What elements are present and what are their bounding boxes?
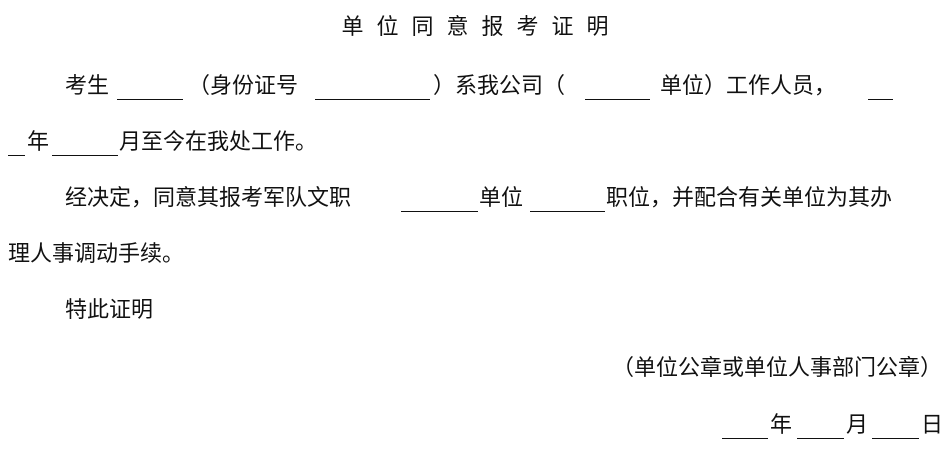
day-label: 日: [921, 413, 944, 438]
seal-note: （单位公章或单位人事部门公章）: [612, 354, 942, 384]
blank-company: [585, 72, 650, 100]
month-label: 月: [846, 413, 869, 438]
blank-start-month: [52, 128, 118, 156]
paragraph-employee-info: 考生 （身份证号 ）系我公司（ 单位）工作人员，: [0, 72, 950, 102]
blank-month: [797, 411, 844, 439]
blank-start-year-cont: [8, 128, 25, 156]
date-line: 年 月 日: [0, 411, 950, 441]
blank-day: [872, 411, 919, 439]
text: 单位）工作人员，: [660, 74, 837, 99]
paragraph-employment-period: 年 月至今在我处工作。: [0, 128, 950, 158]
document-title: 单位同意报考证明: [341, 15, 622, 40]
text: （单位公章或单位人事部门公章）: [611, 356, 942, 381]
text: 年: [27, 130, 50, 155]
text: ）系我公司（: [433, 74, 566, 99]
blank-name: [117, 72, 183, 100]
blank-target-unit: [401, 184, 478, 212]
paragraph-decision-cont: 理人事调动手续。: [8, 240, 184, 270]
text: （身份证号: [188, 74, 299, 99]
text: 特此证明: [65, 298, 154, 323]
text: 经决定，同意其报考军队文职: [65, 186, 352, 211]
text: 月至今在我处工作。: [119, 130, 318, 155]
blank-start-year: [868, 72, 893, 100]
text: 理人事调动手续。: [8, 242, 185, 267]
blank-year: [722, 411, 768, 439]
blank-target-position: [530, 184, 605, 212]
text: 职位，并配合有关单位为其办: [606, 186, 893, 211]
paragraph-decision: 经决定，同意其报考军队文职 单位 职位，并配合有关单位为其办: [0, 184, 950, 214]
certification-statement: 特此证明: [65, 296, 153, 326]
year-label: 年: [770, 413, 793, 438]
text: 单位: [479, 186, 524, 211]
blank-id-number: [315, 72, 430, 100]
text: 考生: [65, 74, 110, 99]
